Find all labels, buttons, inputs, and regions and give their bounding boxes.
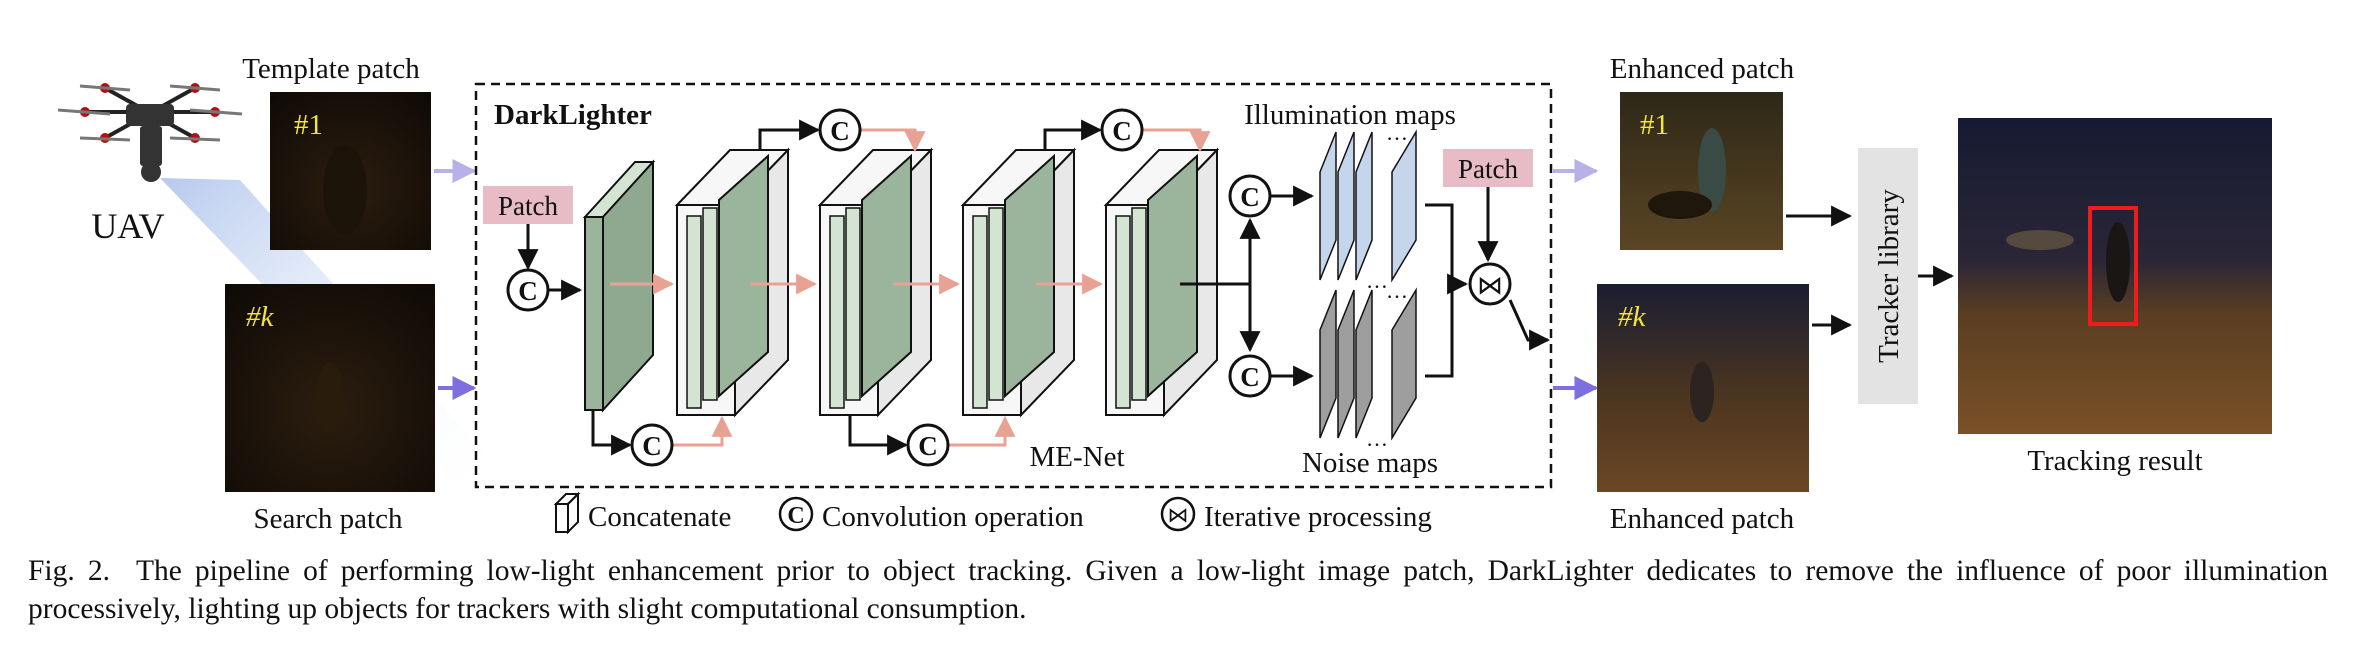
illum-to-iter-arrow <box>1425 203 1469 295</box>
noise-maps-label: Noise maps <box>1302 447 1438 479</box>
svg-text:C: C <box>642 431 662 461</box>
convolution-icon: C <box>778 496 814 532</box>
tracking-result-label: Tracking result <box>2027 445 2202 477</box>
enhanced-patch-top-label: Enhanced patch <box>1610 53 1795 85</box>
darklighter-title: DarkLighter <box>494 99 652 131</box>
uav-label: UAV <box>91 206 164 246</box>
search-patch-tag: #k <box>246 301 275 333</box>
feature-block-4 <box>960 147 1077 418</box>
noise-to-iter-arrow <box>1425 284 1454 378</box>
convolution-node-noise: C <box>1228 354 1272 398</box>
svg-text:…: … <box>1386 278 1408 303</box>
figure-caption-label: Fig. 2. <box>28 555 110 587</box>
patch-fusion-box <box>1443 149 1533 187</box>
feature-block-5 <box>1103 147 1220 418</box>
legend-iterative: Iterative processing <box>1204 501 1432 533</box>
svg-text:⋈: ⋈ <box>1477 271 1503 300</box>
noise-maps: … … <box>1319 278 1417 451</box>
enhanced-patch-bottom-label: Enhanced patch <box>1610 503 1795 535</box>
enhanced-search-tag: #k <box>1618 301 1647 333</box>
template-patch-tag: #1 <box>294 109 323 141</box>
tracking-bounding-box <box>2088 206 2138 326</box>
feature-layer-1 <box>582 159 656 413</box>
skip-connection-top-2: C <box>1043 108 1211 153</box>
search-patch-image: #k <box>225 284 435 492</box>
convolution-node-illumination: C <box>1228 174 1272 218</box>
iter-output-arrow <box>1508 299 1551 351</box>
figure-caption: Fig. 2.The pipeline of performing low-li… <box>28 552 2328 628</box>
patch-input-label: Patch <box>498 191 558 221</box>
enhanced-template-image: #1 <box>1620 92 1783 250</box>
darklighter-frame <box>474 82 1553 489</box>
tracker-library-label: Tracker library <box>1873 189 1905 363</box>
template-patch-label: Template patch <box>242 53 420 85</box>
skip-connection-top-1: C <box>758 108 926 153</box>
illumination-maps: … … <box>1319 120 1417 293</box>
skip-connection-bottom-2: C <box>848 415 1016 467</box>
iterative-icon: ⋈ <box>1160 496 1196 532</box>
patch-fusion-label: Patch <box>1458 154 1518 184</box>
svg-text:…: … <box>1366 426 1388 451</box>
split-connector <box>1180 217 1261 353</box>
patch-input-box <box>483 186 573 224</box>
svg-text:C: C <box>1112 116 1132 146</box>
svg-text:…: … <box>1386 120 1408 145</box>
svg-text:C: C <box>1240 362 1260 392</box>
svg-text:C: C <box>518 276 538 306</box>
svg-text:…: … <box>1366 268 1388 293</box>
feature-block-2 <box>674 147 791 418</box>
enhanced-search-image: #k <box>1597 284 1809 492</box>
svg-text:C: C <box>830 116 850 146</box>
tracker-library-box <box>1858 148 1918 404</box>
tracking-result-image <box>1958 118 2272 434</box>
enhanced-template-tag: #1 <box>1640 109 1669 141</box>
skip-connection-bottom-1: C <box>591 410 733 467</box>
legend-convolution: Convolution operation <box>822 501 1084 533</box>
template-patch-image: #1 <box>270 92 431 250</box>
legend: Concatenate C Convolution operation ⋈ It… <box>553 491 1432 535</box>
svg-text:C: C <box>918 431 938 461</box>
svg-text:C: C <box>1240 182 1260 212</box>
concatenate-icon <box>553 491 581 535</box>
svg-text:C: C <box>787 503 804 529</box>
svg-text:⋈: ⋈ <box>1168 503 1189 527</box>
figure-caption-text: The pipeline of performing low-light enh… <box>28 555 2329 625</box>
illumination-maps-label: Illumination maps <box>1244 99 1456 131</box>
iterative-processing-node: ⋈ <box>1468 262 1512 306</box>
convolution-node-1: C <box>506 268 550 312</box>
search-patch-label: Search patch <box>254 503 403 535</box>
feature-block-3 <box>817 147 934 418</box>
menet-label: ME-Net <box>1029 441 1124 473</box>
legend-concatenate: Concatenate <box>588 501 731 533</box>
